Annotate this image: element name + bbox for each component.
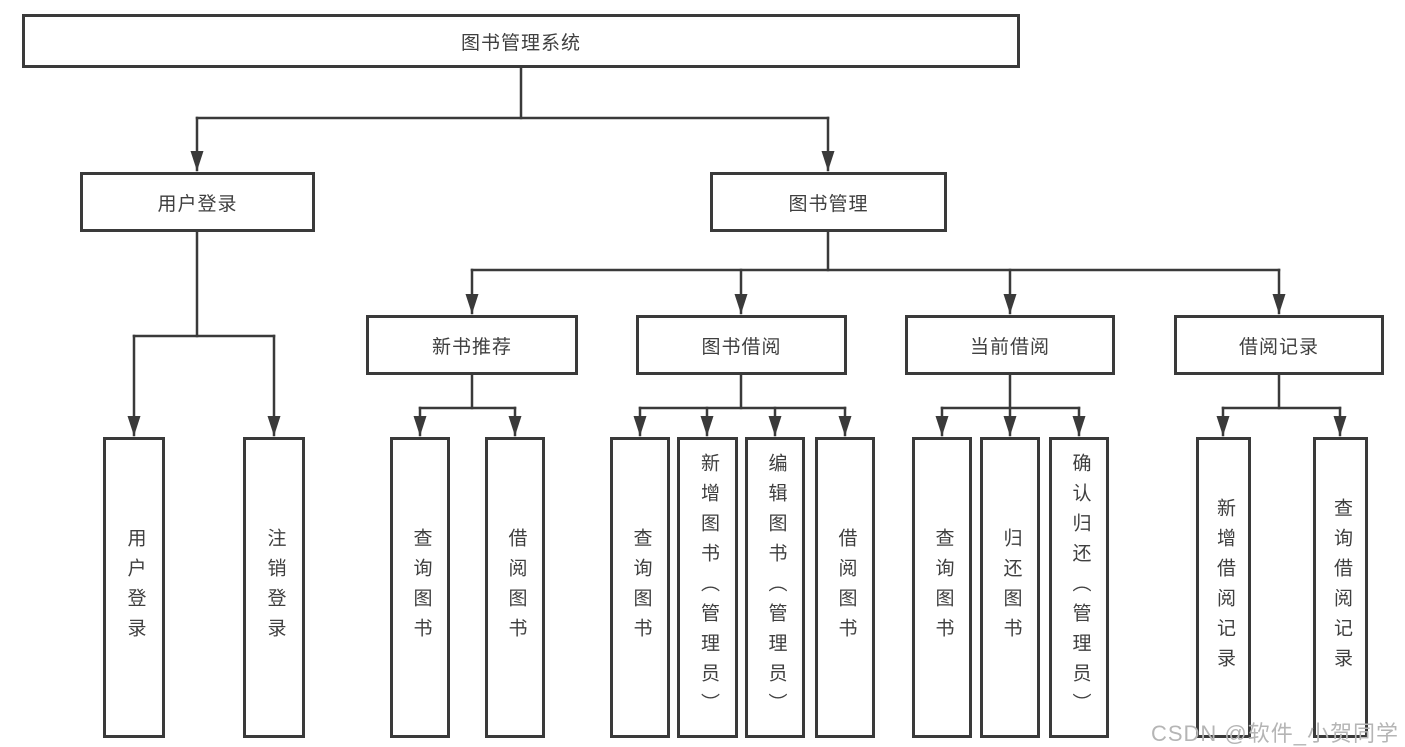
node-borrow-records: 借阅记录 — [1174, 315, 1384, 375]
leaf-return-books: 归还图书 — [980, 437, 1040, 738]
leaf-add-books-admin-label: 新增图书（管理员） — [697, 452, 719, 723]
node-user-login-label: 用户登录 — [157, 193, 238, 215]
node-root-label: 图书管理系统 — [460, 32, 581, 54]
node-current-borrow-label: 当前借阅 — [969, 336, 1050, 358]
node-new-book-recommend: 新书推荐 — [366, 315, 578, 375]
node-book-borrow-label: 图书借阅 — [701, 336, 782, 358]
leaf-query-borrow-record: 查询借阅记录 — [1313, 437, 1368, 738]
node-book-borrow: 图书借阅 — [636, 315, 847, 375]
leaf-add-borrow-record: 新增借阅记录 — [1196, 437, 1251, 738]
leaf-borrow-books-recommend-label: 借阅图书 — [505, 527, 527, 648]
node-user-login: 用户登录 — [80, 172, 315, 232]
node-book-management: 图书管理 — [710, 172, 947, 232]
leaf-query-borrow-record-label: 查询借阅记录 — [1330, 497, 1352, 678]
leaf-edit-books-admin: 编辑图书（管理员） — [745, 437, 805, 738]
leaf-user-login: 用户登录 — [103, 437, 165, 738]
leaf-edit-books-admin-label: 编辑图书（管理员） — [765, 452, 787, 723]
leaf-user-login-label: 用户登录 — [124, 527, 146, 648]
csdn-watermark: CSDN @软件_小贺同学 — [1150, 721, 1399, 746]
leaf-logout-label: 注销登录 — [264, 527, 286, 648]
leaf-query-books-borrow-label: 查询图书 — [630, 527, 652, 648]
node-new-book-recommend-label: 新书推荐 — [431, 336, 512, 358]
leaf-logout: 注销登录 — [243, 437, 305, 738]
node-root-system: 图书管理系统 — [22, 14, 1020, 68]
leaf-query-books-current-label: 查询图书 — [932, 527, 954, 648]
leaf-borrow-books-recommend: 借阅图书 — [485, 437, 545, 738]
node-borrow-records-label: 借阅记录 — [1238, 336, 1319, 358]
leaf-borrow-books-label: 借阅图书 — [835, 527, 857, 648]
leaf-add-books-admin: 新增图书（管理员） — [677, 437, 738, 738]
leaf-confirm-return-admin-label: 确认归还（管理员） — [1069, 452, 1091, 723]
node-book-management-label: 图书管理 — [788, 193, 869, 215]
leaf-query-books-borrow: 查询图书 — [610, 437, 670, 738]
leaf-return-books-label: 归还图书 — [1000, 527, 1022, 648]
leaf-query-books-current: 查询图书 — [912, 437, 972, 738]
leaf-query-books-recommend-label: 查询图书 — [410, 527, 432, 648]
leaf-confirm-return-admin: 确认归还（管理员） — [1049, 437, 1109, 738]
leaf-borrow-books: 借阅图书 — [815, 437, 875, 738]
leaf-query-books-recommend: 查询图书 — [390, 437, 450, 738]
node-current-borrow: 当前借阅 — [905, 315, 1115, 375]
leaf-add-borrow-record-label: 新增借阅记录 — [1213, 497, 1235, 678]
